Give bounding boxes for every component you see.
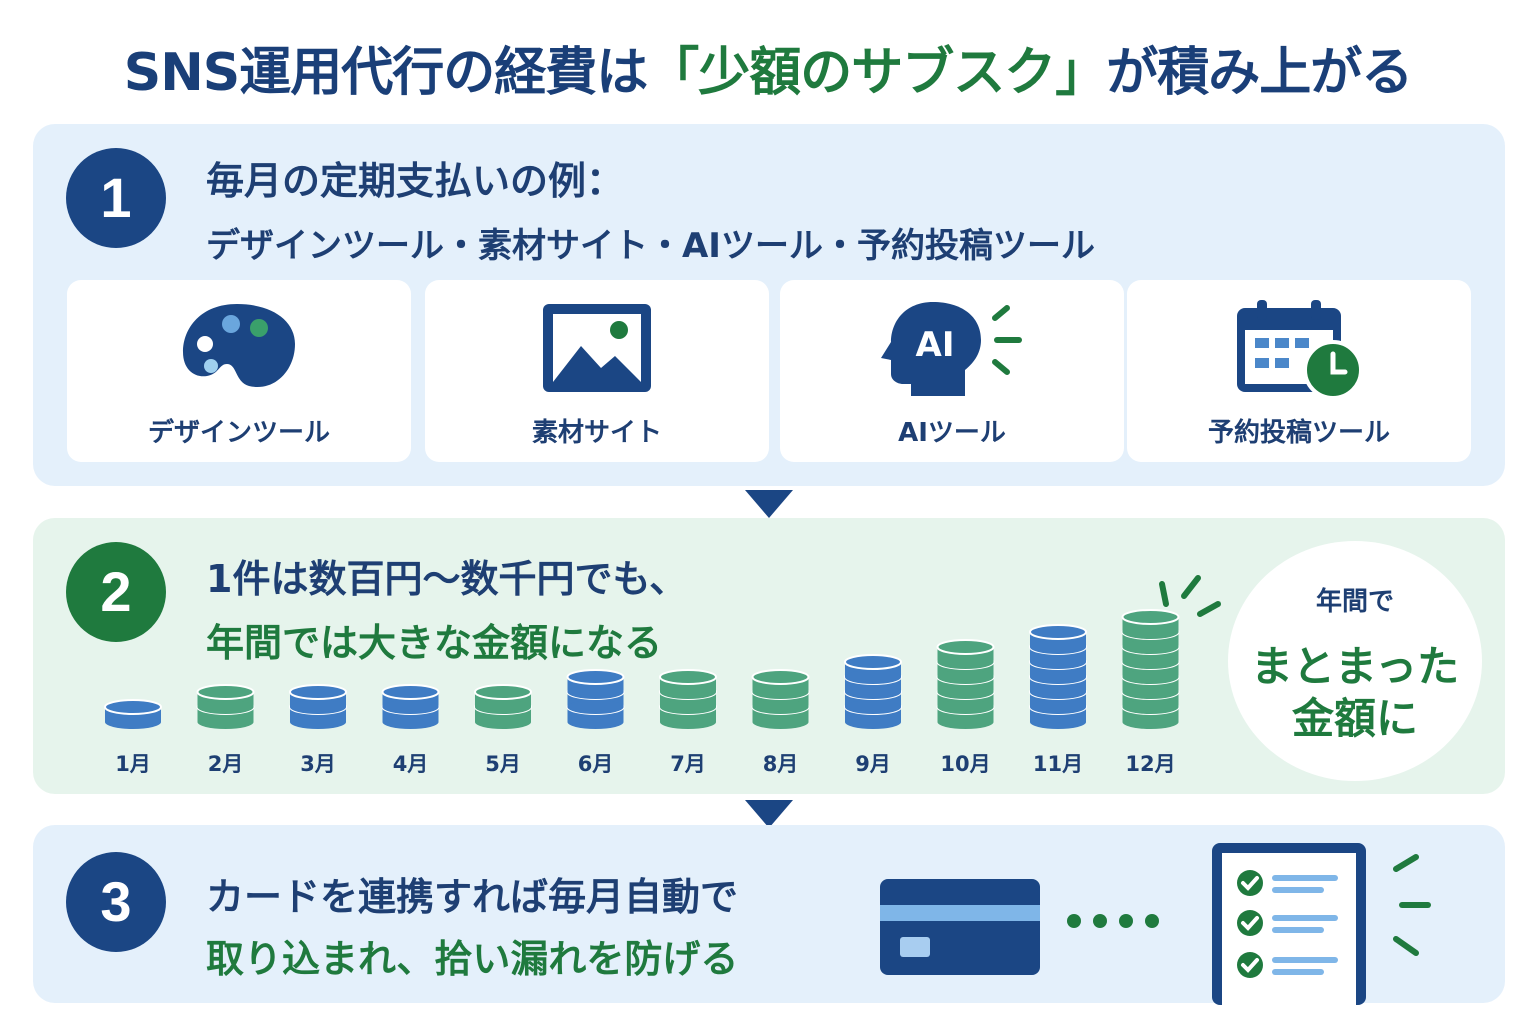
palette-icon — [179, 298, 299, 402]
month-label: 1月 — [115, 752, 151, 776]
bubble-line1: 年間で — [1315, 587, 1394, 617]
card-material-site: 素材サイト — [425, 280, 769, 462]
annual-total-bubble: 年間で まとまった 金額に — [1228, 541, 1482, 781]
section2-line1: 1件は数百円〜数千円でも、 — [206, 557, 688, 601]
title-part2: が積み上がる — [1106, 43, 1413, 103]
card-label: デザインツール — [147, 418, 330, 448]
down-arrow-icon — [745, 490, 793, 518]
section3-number-badge: 3 — [66, 852, 166, 952]
month-label: 12月 — [1125, 752, 1176, 776]
title-part1: SNS運用代行の経費は — [123, 43, 648, 103]
bubble-line3: 金額に — [1291, 694, 1418, 743]
ai-text: AI — [916, 325, 955, 365]
credit-card-icon — [880, 879, 1040, 975]
image-icon — [537, 298, 657, 402]
card-label: 素材サイト — [531, 418, 662, 448]
section3-line1: カードを連携すれば毎月自動で — [206, 875, 739, 919]
month-label: 3月 — [300, 752, 336, 776]
month-label: 9月 — [855, 752, 891, 776]
section3-line2: 取り込まれ、拾い漏れを防げる — [206, 937, 739, 981]
ai-head-icon: AI — [877, 298, 1027, 402]
month-label: 6月 — [577, 752, 614, 776]
month-label: 8月 — [762, 752, 799, 776]
card-ai-tool: AI AIツール — [780, 280, 1124, 462]
month-label: 10月 — [940, 752, 991, 776]
section2-line2: 年間では大きな金額になる — [206, 621, 663, 665]
month-label: 11月 — [1032, 752, 1084, 776]
bubble-line2: まとまった — [1250, 642, 1460, 691]
section1-number-badge: 1 — [66, 148, 166, 248]
title-highlight: 「少額のサブスク」 — [647, 43, 1107, 103]
page-title: SNS運用代行の経費は「少額のサブスク」が積み上がる — [0, 30, 1536, 105]
card-scheduler-tool: 予約投稿ツール — [1127, 280, 1471, 462]
month-label: 2月 — [207, 752, 244, 776]
card-to-checklist-illustration — [880, 843, 1431, 1005]
section1-subheading: デザインツール・素材サイト・AIツール・予約投稿ツール — [206, 226, 1095, 266]
section2-number-badge: 2 — [66, 542, 166, 642]
sparkle-icon — [1393, 854, 1431, 956]
card-design-tool: デザインツール — [67, 280, 411, 462]
checklist-icon — [1212, 843, 1366, 1005]
month-label: 4月 — [392, 752, 429, 776]
month-label: 5月 — [485, 752, 521, 776]
dots-connector-icon — [1067, 914, 1159, 928]
month-label: 7月 — [670, 752, 706, 776]
calendar-clock-icon — [1229, 298, 1369, 402]
card-label: 予約投稿ツール — [1207, 418, 1390, 448]
down-arrow-icon — [745, 800, 793, 828]
section1-heading: 毎月の定期支払いの例： — [206, 159, 625, 203]
card-label: AIツール — [898, 418, 1006, 448]
